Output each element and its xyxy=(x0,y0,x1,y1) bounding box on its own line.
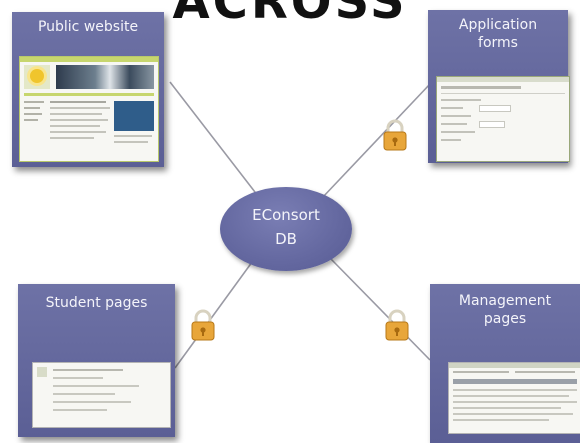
connector-application-forms xyxy=(321,83,431,199)
node-public-website-label: Public website xyxy=(37,19,139,35)
connector-management-pages xyxy=(329,257,431,361)
node-student-pages-label: Student pages xyxy=(45,295,148,311)
student-pages-thumbnail xyxy=(32,362,171,428)
node-management-pages-label: Management pages xyxy=(458,293,552,327)
padlock-icon xyxy=(383,119,407,151)
node-application-forms: Application forms xyxy=(428,10,570,163)
node-public-website: Public website xyxy=(12,12,164,167)
connector-public-website xyxy=(169,81,259,197)
slide-title-cropped: ACROSS xyxy=(172,0,408,30)
padlock-icon xyxy=(385,309,409,341)
econsort-db-label: EConsort DB xyxy=(252,206,320,248)
management-pages-thumbnail xyxy=(448,362,580,434)
sun-logo-icon xyxy=(30,69,44,83)
node-application-forms-label: Application forms xyxy=(458,17,538,51)
connector-student-pages xyxy=(174,257,256,369)
padlock-icon xyxy=(191,309,215,341)
econsort-db-hub: EConsort DB xyxy=(220,187,352,271)
public-website-thumbnail xyxy=(19,56,159,162)
node-student-pages: Student pages xyxy=(18,284,175,437)
application-forms-thumbnail xyxy=(436,76,570,162)
node-management-pages: Management pages xyxy=(430,284,580,443)
